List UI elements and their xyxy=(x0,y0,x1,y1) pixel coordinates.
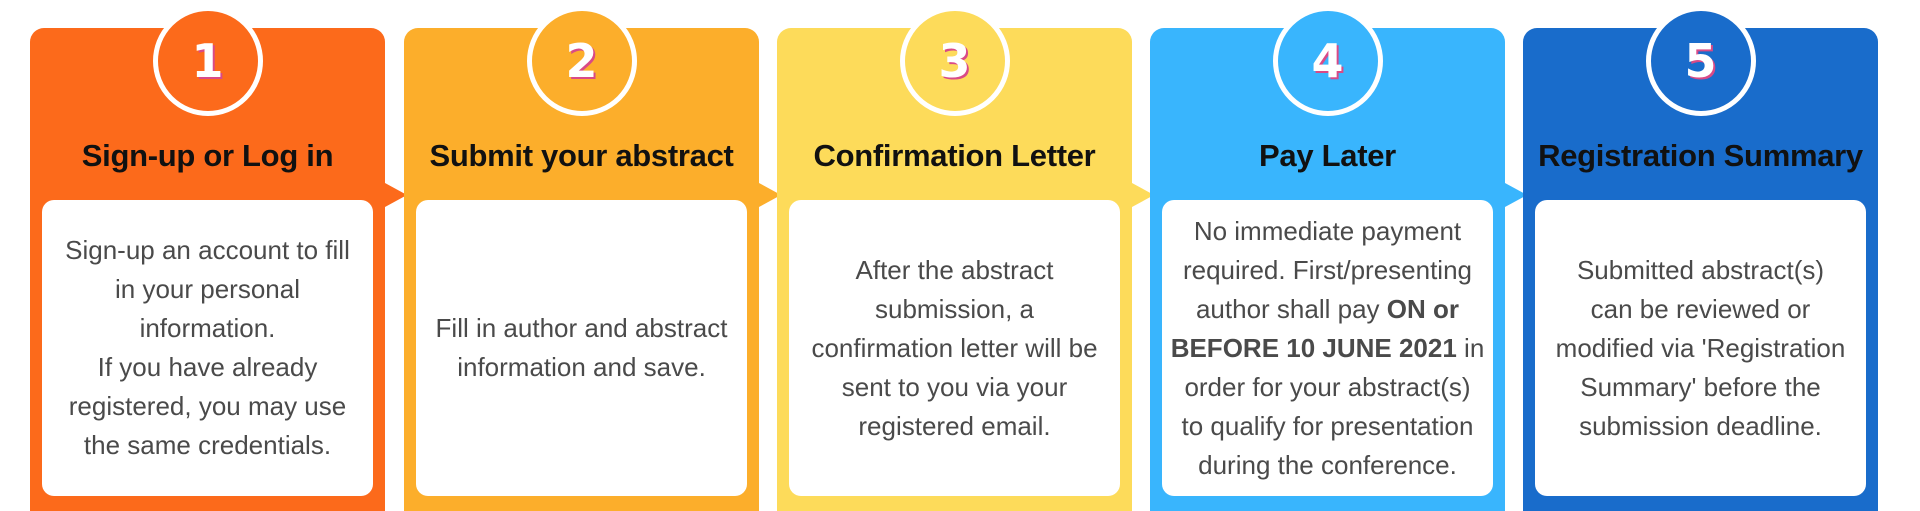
step-number-badge: 4 xyxy=(1272,6,1383,116)
step-number: 5 xyxy=(1684,34,1717,88)
step-description: Sign-up an account to fill in your perso… xyxy=(65,235,350,460)
step-description-panel: Sign-up an account to fill in your perso… xyxy=(42,200,373,496)
step-connector-arrow xyxy=(1505,183,1527,207)
step-number-badge: 3 xyxy=(899,6,1010,116)
step-description-panel: After the abstract submission, a confirm… xyxy=(789,200,1120,496)
step-card-4: 4 Pay Later No immediate payment require… xyxy=(1150,6,1505,511)
step-connector-arrow xyxy=(759,183,781,207)
step-number-badge: 2 xyxy=(526,6,637,116)
payment-deadline-emphasis: ON or xyxy=(1386,293,1459,324)
step-title: Pay Later xyxy=(1259,138,1396,173)
step-number: 1 xyxy=(191,34,224,88)
step-card-2: 2 Submit your abstract Fill in author an… xyxy=(404,6,759,511)
step-card-1: 1 Sign-up or Log in Sign-up an account t… xyxy=(30,6,385,511)
step-number-badge: 5 xyxy=(1645,6,1756,116)
step-description: Fill in author and abstract information … xyxy=(435,313,728,382)
step-title: Sign-up or Log in xyxy=(81,138,334,173)
step-description: After the abstract submission, a confirm… xyxy=(811,254,1098,441)
step-description: No immediate payment required. First/pre… xyxy=(1170,215,1485,480)
step-title: Confirmation Letter xyxy=(813,138,1096,173)
step-description-panel: No immediate payment required. First/pre… xyxy=(1162,200,1493,496)
step-connector-arrow xyxy=(1132,183,1154,207)
step-card-5: 5 Registration Summary Submitted abstrac… xyxy=(1523,6,1878,511)
step-connector-arrow xyxy=(385,183,407,207)
step-number-badge: 1 xyxy=(152,6,263,116)
step-title: Submit your abstract xyxy=(429,138,734,173)
step-number: 3 xyxy=(938,34,971,88)
step-number: 2 xyxy=(565,34,598,88)
payment-deadline-date: BEFORE 10 JUNE 2021 xyxy=(1170,332,1457,363)
step-card-3: 3 Confirmation Letter After the abstract… xyxy=(777,6,1132,511)
step-description: Submitted abstract(s) can be reviewed or… xyxy=(1555,254,1846,441)
step-number: 4 xyxy=(1311,34,1344,88)
step-description-panel: Fill in author and abstract information … xyxy=(416,200,747,496)
step-description-panel: Submitted abstract(s) can be reviewed or… xyxy=(1535,200,1866,496)
step-title: Registration Summary xyxy=(1538,138,1863,173)
